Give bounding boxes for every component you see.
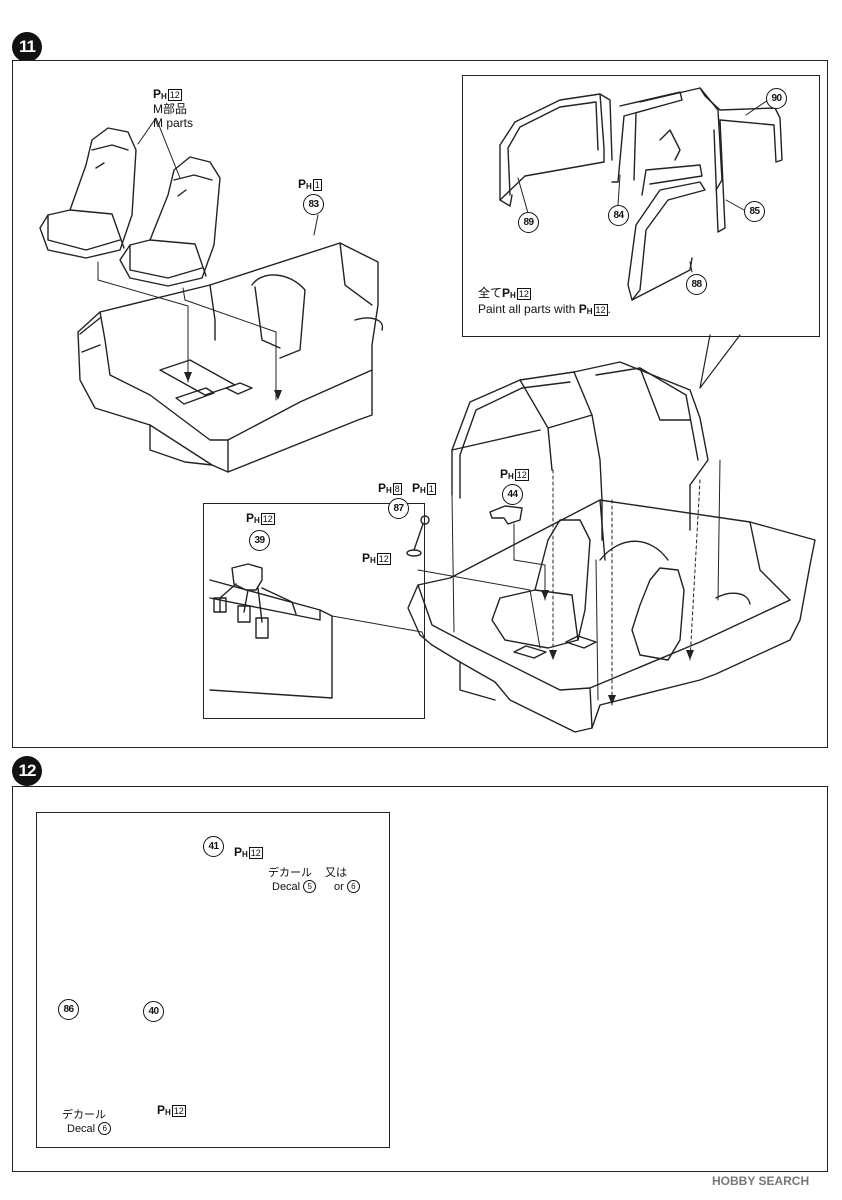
step-11-number: 11 bbox=[19, 37, 36, 56]
part-85-marker: 85 bbox=[744, 201, 765, 222]
part-87-marker: 87 bbox=[388, 498, 409, 519]
dashboard-detail-box bbox=[36, 812, 390, 1148]
seats-parts-ja: M部品 bbox=[153, 102, 187, 116]
part-39-marker: 39 bbox=[249, 530, 270, 551]
dash-decal-en: Decal 5 bbox=[272, 880, 317, 894]
shifter-part bbox=[406, 515, 430, 557]
part-44-marker: 44 bbox=[502, 484, 523, 505]
part-84-marker: 84 bbox=[608, 205, 629, 226]
step-11-badge: 11 bbox=[12, 32, 42, 62]
body-paint-code: 1 bbox=[312, 179, 322, 191]
part-83-marker: 83 bbox=[303, 194, 324, 215]
part-40-marker: 40 bbox=[143, 1001, 164, 1022]
handbrake-part bbox=[489, 505, 523, 525]
tub-upper-left bbox=[77, 242, 384, 473]
seat-left-b bbox=[119, 156, 221, 287]
rollcage-parts bbox=[499, 87, 783, 301]
step-12-number: 12 bbox=[18, 761, 37, 780]
part-90-marker: 90 bbox=[766, 88, 787, 109]
pedal-box-part bbox=[209, 563, 333, 699]
pedal-detail-box bbox=[203, 503, 425, 719]
rollcage-installed bbox=[451, 361, 709, 541]
part-89-marker: 89 bbox=[518, 212, 539, 233]
dash-decal-or-en: or 6 bbox=[334, 880, 360, 894]
dash-decal-ja: デカール bbox=[268, 867, 312, 879]
watermark: HOBBY SEARCH bbox=[712, 1174, 810, 1188]
part-41-marker: 41 bbox=[203, 836, 224, 857]
part-88-marker: 88 bbox=[686, 274, 707, 295]
seats-paint-code: 12 bbox=[167, 89, 182, 101]
wheel-decal-ja: デカール bbox=[62, 1109, 106, 1121]
dash-decal-or-ja: 又は bbox=[325, 867, 347, 879]
part-86-marker: 86 bbox=[58, 999, 79, 1020]
step-12-badge: 12 bbox=[12, 756, 42, 786]
seats-parts-en: M parts bbox=[153, 116, 194, 130]
wheel-decal-en: Decal 6 bbox=[67, 1122, 112, 1136]
seat-left-a bbox=[39, 127, 137, 259]
